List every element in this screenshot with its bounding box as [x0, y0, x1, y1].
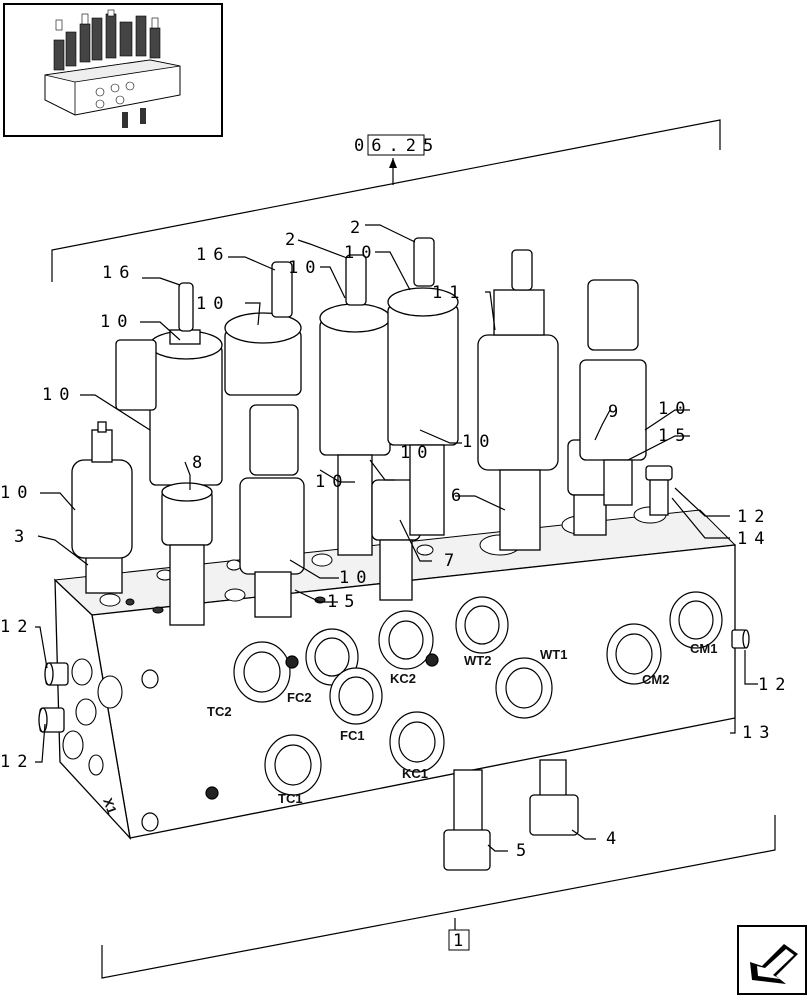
bottom-reference-link[interactable]: 1: [448, 929, 470, 951]
callout-2: 2: [285, 230, 302, 250]
callout-10: 10: [0, 483, 34, 503]
port-label-cm1: CM1: [690, 641, 717, 656]
callout-5: 5: [516, 841, 533, 861]
top-bracket: [51, 119, 721, 282]
callout-10: 10: [400, 443, 434, 463]
port-label-fc2: FC2: [287, 690, 312, 705]
callout-10: 10: [658, 399, 692, 419]
reference-label: 06.25: [354, 136, 440, 156]
leader-lines: [35, 224, 758, 852]
callout-10: 10: [462, 432, 496, 452]
callout-9: 9: [608, 402, 625, 422]
callout-11: 11: [432, 283, 466, 303]
callout-3: 3: [14, 527, 31, 547]
bottom-cartridges: [443, 759, 579, 871]
callout-4: 4: [606, 829, 623, 849]
port-label-cm2: CM2: [642, 672, 669, 687]
callout-16: 16: [102, 263, 136, 283]
callout-12: 12: [737, 507, 771, 527]
next-page-button[interactable]: [737, 925, 807, 995]
arrow-icon: [750, 944, 798, 984]
callout-7: 7: [444, 551, 461, 571]
reference-link[interactable]: 06.25: [354, 134, 440, 178]
callout-10: 10: [42, 385, 76, 405]
callout-10: 10: [196, 294, 230, 314]
callout-2: 2: [350, 218, 367, 238]
callout-14: 14: [737, 529, 771, 549]
callout-10: 10: [100, 312, 134, 332]
callout-15: 15: [658, 426, 692, 446]
port-label-fc1: FC1: [340, 728, 365, 743]
callout-12: 12: [0, 617, 34, 637]
callout-12: 12: [0, 752, 34, 772]
port-label-wt2: WT2: [464, 653, 491, 668]
callout-10: 10: [344, 243, 378, 263]
cartridges: [71, 237, 673, 626]
port-label-tc2: TC2: [207, 704, 232, 719]
port-label-kc1: KC1: [402, 766, 428, 781]
callout-10: 10: [288, 258, 322, 278]
callout-10: 10: [315, 472, 349, 492]
port-label-x1: X1: [100, 796, 120, 816]
callout-labels: 16 16 2 2 10 10 10 10 10 10 10 10 10 10 …: [0, 218, 792, 861]
callout-16: 16: [196, 245, 230, 265]
side-plugs: [38, 629, 750, 733]
callout-12: 12: [758, 675, 792, 695]
port-label-wt1: WT1: [540, 647, 567, 662]
callout-6: 6: [451, 486, 468, 506]
bottom-bracket: [101, 815, 776, 979]
callout-13: 13: [742, 723, 776, 743]
port-label-tc1: TC1: [278, 791, 303, 806]
port-label-kc2: KC2: [390, 671, 416, 686]
callout-15: 15: [327, 592, 361, 612]
callout-10: 10: [339, 568, 373, 588]
bottom-reference-label: 1: [453, 931, 470, 951]
thumbnail-overview[interactable]: [3, 3, 223, 137]
callout-8: 8: [192, 453, 209, 473]
